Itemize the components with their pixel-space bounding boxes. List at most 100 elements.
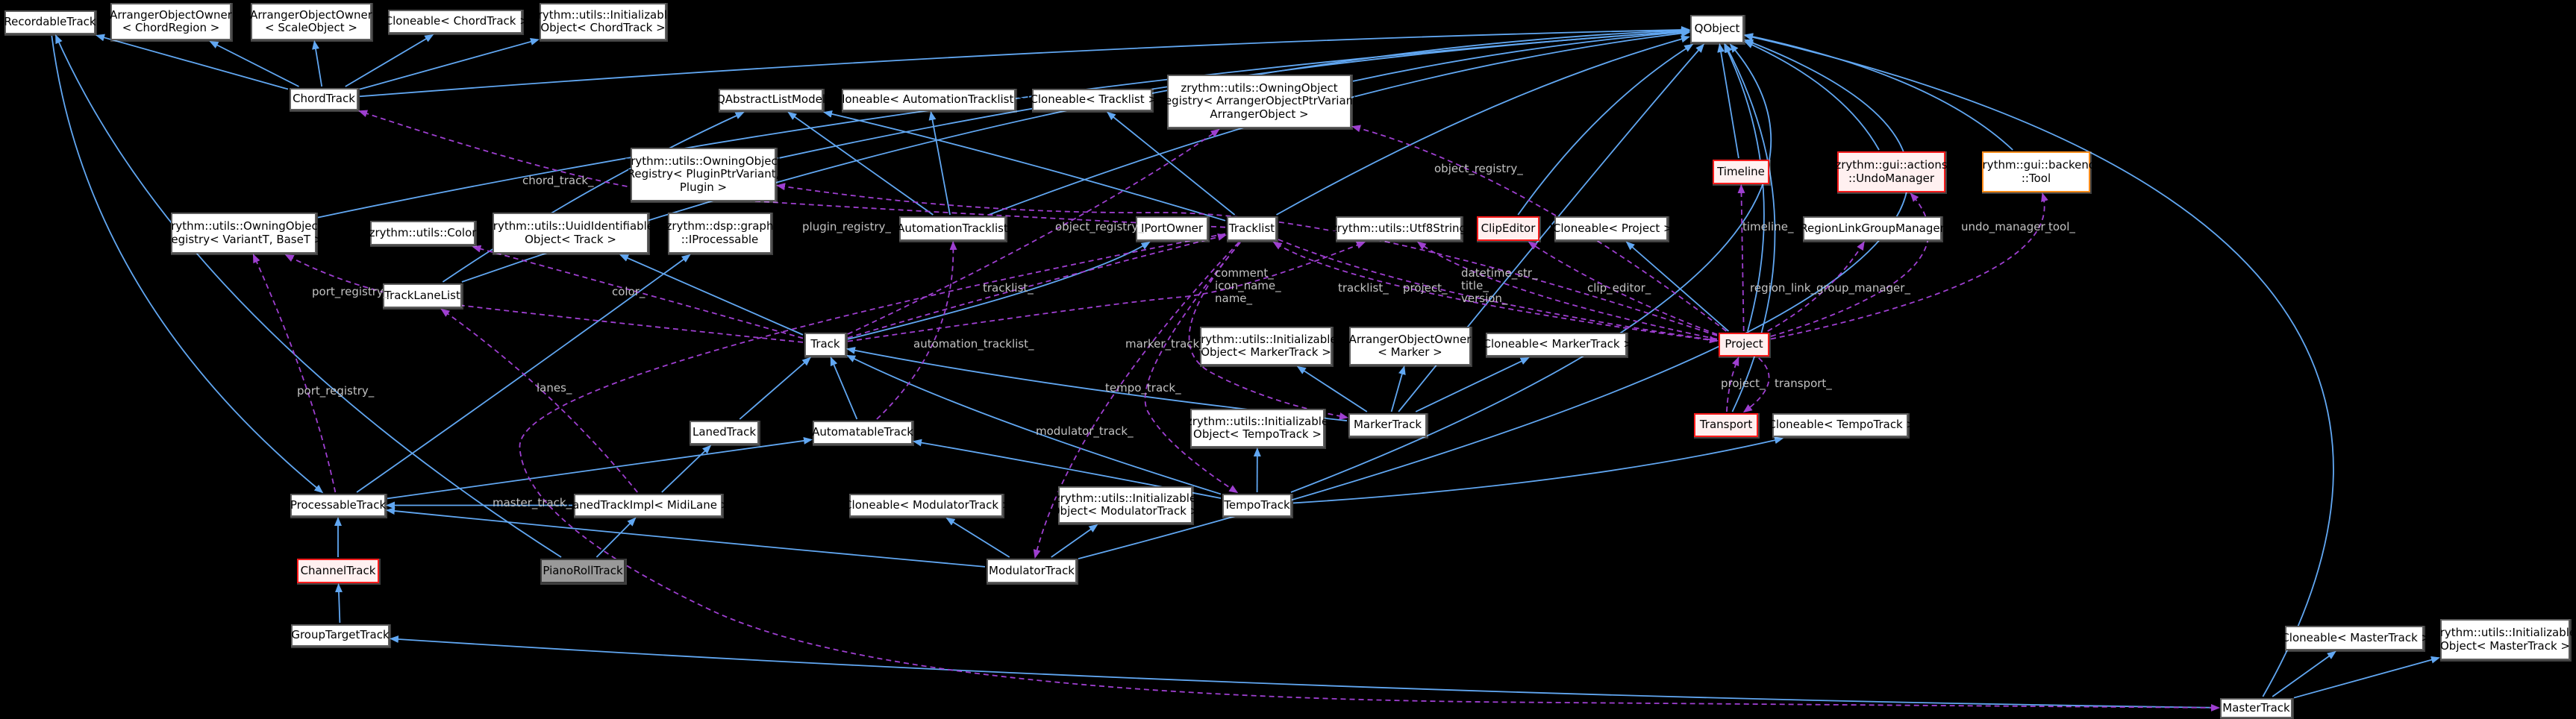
class-node-label: zrythm::utils::OwningObject [165,219,322,233]
edge-label-lbl-undo-manager: undo_manager_ [1961,221,2051,233]
class-node-automatable-track[interactable]: AutomatableTrack [812,421,913,445]
edge-label-lbl-project-1: project_ [1403,282,1448,295]
class-node-chord-track[interactable]: ChordTrack [290,88,358,110]
edge-label-line: tempo_track_ [1105,381,1181,395]
inheritance-edge-automation-tracklist-to-qobject [988,29,1690,216]
class-node-modulator-track[interactable]: ModulatorTrack [987,559,1077,583]
class-node-processable-track[interactable]: ProcessableTrack [290,494,386,517]
class-node-laned-track[interactable]: LanedTrack [690,421,759,445]
edge-label-line: port_registry_ [297,384,375,398]
member-edge-track-to-oor-variant [284,254,804,343]
inheritance-edge-marker-track-to-init-marker [1296,365,1368,412]
inheritance-edge-automation-tracklist-to-qabstractlistmodel [787,111,934,216]
class-node-channel-track[interactable]: ChannelTrack [297,559,379,583]
class-node-icloneable-tracklist[interactable]: ICloneable< Tracklist > [1027,89,1157,111]
class-node-automation-tracklist[interactable]: AutomationTracklist [897,216,1008,241]
member-edge-project-to-region-link [1767,241,1865,332]
edge-label-line: icon_name_ [1215,279,1281,292]
edge-label-line: tracklist_ [1338,281,1389,295]
class-node-iportowner[interactable]: IPortOwner [1136,216,1208,241]
inheritance-edge-tracklist-to-icloneable-tracklist [1107,111,1236,216]
edge-label-lbl-plugin-registry: plugin_registry_ [802,221,891,233]
class-node-iprocessable[interactable]: zrythm::dsp::graph::IProcessable [666,213,773,254]
class-node-label: ArrangerObject > [1210,107,1309,121]
edge-label-lbl-clip-editor: clip_editor_ [1587,282,1651,295]
class-node-aoo-chord-region[interactable]: ArrangerObjectOwner< ChordRegion > [110,3,232,40]
edge-label-line: tracklist_ [983,281,1034,295]
member-edge-laned-track-impl-to-track-lane-list [440,308,638,493]
class-node-region-link[interactable]: RegionLinkGroupManager [1800,216,1945,241]
edge-label-line: transport_ [1775,377,1832,390]
edge-label-lbl-color: color_ [612,286,645,298]
class-node-tempo-track[interactable]: TempoTrack [1222,494,1292,517]
class-node-aoo-marker[interactable]: ArrangerObjectOwner< Marker > [1349,327,1471,365]
class-node-label: ChannelTrack [300,563,376,577]
class-node-marker-track[interactable]: MarkerTrack [1348,413,1427,437]
class-node-label: ::Tool [2021,171,2051,185]
member-edge-project-to-oor-plugin [776,183,1718,336]
class-node-label: Timeline [1717,164,1765,178]
class-node-icloneable-automation-tracklist[interactable]: ICloneable< AutomationTracklist > [831,89,1027,111]
member-edge-automatable-track-to-automation-tracklist [876,241,957,420]
edge-label-line: version_ [1461,292,1508,305]
class-node-undo-manager[interactable]: zrythm::gui::actions::UndoManager [1835,151,1948,192]
class-node-utf8string[interactable]: zrythm::utils::Utf8String [1331,216,1466,241]
class-node-project[interactable]: Project [1719,333,1769,357]
class-node-label: < ScaleObject > [265,21,357,34]
inheritance-edge-chord-track-to-aoo-chord-region [209,41,299,87]
class-node-icloneable-chord-track[interactable]: ICloneable< ChordTrack > [381,10,529,34]
class-node-master-track[interactable]: MasterTrack [2220,698,2292,718]
class-node-track-lane-list[interactable]: TrackLaneList [383,283,462,308]
class-node-label: zrythm::utils::UuidIdentifiable [487,219,654,233]
class-node-label: LanedTrackImpl< MidiLane > [566,497,731,512]
class-node-tool[interactable]: zrythm::gui::backend::Tool [1977,151,2095,192]
edge-label-lbl-tracklist-1: tracklist_ [983,282,1034,295]
class-node-label: TempoTrack [1224,497,1290,512]
edge-label-lbl-tracklist-2: tracklist_ [1338,282,1389,295]
inheritance-edge-chord-track-to-recordable-track [96,34,289,90]
inheritance-edge-chord-track-to-aoo-scale-object [312,40,323,87]
class-node-label: zrythm::utils::Initializable [1195,332,1337,346]
member-edge-processable-track-to-oor-variant [252,254,337,493]
class-node-color[interactable]: zrythm::utils::Color [369,221,476,245]
class-node-icloneable-master[interactable]: ICloneable< MasterTrack > [2278,626,2430,650]
class-node-label: ICloneable< Project > [1549,221,1673,235]
class-node-tracklist[interactable]: Tracklist [1227,216,1277,241]
class-node-clip-editor[interactable]: ClipEditor [1477,216,1539,241]
inheritance-edge-master-track-to-group-target-track [390,635,2219,709]
inheritance-edge-master-track-to-qobject [1744,34,2334,697]
class-node-transport[interactable]: Transport [1694,413,1758,437]
inheritance-edge-recordable-track-to-processable-track [51,35,324,494]
class-node-icloneable-marker[interactable]: ICloneable< MarkerTrack > [1480,333,1633,357]
edge-label-line: automation_tracklist_ [913,337,1034,351]
inheritance-edge-tempo-track-to-qobject [1290,43,1772,493]
class-node-recordable-track[interactable]: RecordableTrack [4,10,96,34]
class-node-icloneable-tempo[interactable]: ICloneable< TempoTrack > [1765,413,1916,437]
class-node-timeline[interactable]: Timeline [1713,160,1769,184]
edge-label-lbl-region-link: region_link_group_manager_ [1750,282,1910,295]
member-edge-track-to-tracklist [847,233,1227,339]
class-node-track[interactable]: Track [804,333,846,357]
class-node-icloneable-modulator[interactable]: ICloneable< ModulatorTrack > [841,494,1011,517]
edge-label-line: project_ [1403,281,1448,295]
class-node-label: AutomatableTrack [812,425,913,439]
class-node-aoo-scale-object[interactable]: ArrangerObjectOwner< ScaleObject > [250,3,372,40]
class-node-icloneable-project[interactable]: ICloneable< Project > [1549,216,1673,241]
class-node-qobject[interactable]: QObject [1690,15,1744,43]
class-node-group-target-track[interactable]: GroupTargetTrack [291,624,390,647]
edge-label-lbl-port-registry-1: port_registry_ [312,286,389,298]
edge-label-line: object_registry_ [1434,162,1523,175]
class-node-qabstractlistmodel[interactable]: QAbstractListModel [716,89,825,111]
class-node-label: zrythm::utils::Initializable [2433,626,2576,639]
edge-label-line: tool_ [2048,220,2075,233]
class-node-laned-track-impl[interactable]: LanedTrackImpl< MidiLane > [566,494,730,517]
